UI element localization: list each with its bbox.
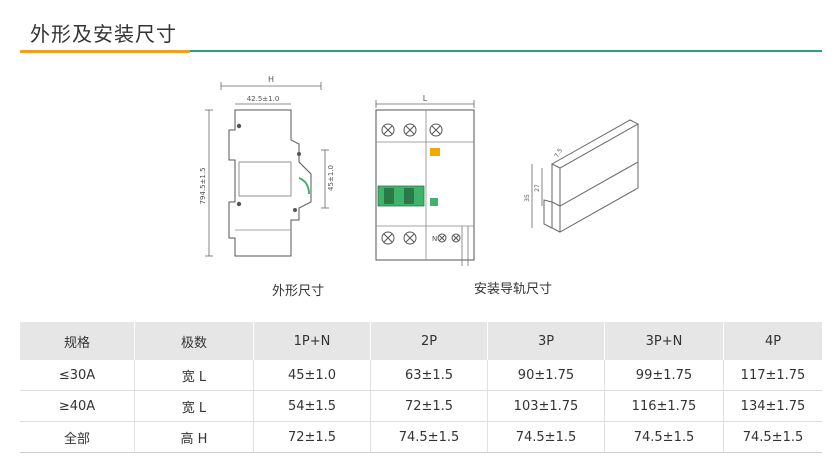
title-underline-green xyxy=(190,50,822,52)
rail-caption: 安装导轨尺寸 xyxy=(474,282,553,297)
table-cell: 74.5±1.5 xyxy=(723,421,822,453)
table-cell: 99±1.75 xyxy=(604,360,724,391)
col-header: 1P+N xyxy=(253,322,371,360)
dim-75-label: 7.5 xyxy=(553,147,564,159)
dim-45-label: 45±1.0 xyxy=(327,165,335,191)
table-cell: 117±1.75 xyxy=(723,360,822,391)
table-cell: 74.5±1.5 xyxy=(370,421,488,453)
table-row: ≥40A 宽 L 54±1.5 72±1.5 103±1.75 116±1.75… xyxy=(20,390,822,422)
col-header: 3P+N xyxy=(604,322,724,360)
outline-caption: 外形尺寸 xyxy=(272,284,325,299)
dim-l-label: L xyxy=(423,94,428,103)
table-cell: 宽 L xyxy=(134,390,254,422)
front-view-drawing: L N xyxy=(375,94,475,266)
col-header: 4P xyxy=(723,322,822,360)
table-cell: 45±1.0 xyxy=(253,360,371,391)
table-header-row: 规格 极数 1P+N 2P 3P 3P+N 4P xyxy=(20,322,822,360)
col-header: 极数 xyxy=(134,322,254,360)
din-rail-drawing: 35 27 7.5 xyxy=(524,119,640,233)
dim-27-label: 27 xyxy=(534,184,541,192)
table-cell: 72±1.5 xyxy=(370,390,488,422)
side-view-drawing: H 42.5±1.0 794.5±1.5 45±1.0 xyxy=(199,75,335,257)
table-cell: 134±1.75 xyxy=(723,390,822,422)
dim-35-label: 35 xyxy=(524,194,531,202)
table-cell: 63±1.5 xyxy=(370,360,488,391)
table-cell: 宽 L xyxy=(134,360,254,391)
table-cell: 116±1.75 xyxy=(604,390,724,422)
title-underline-orange xyxy=(20,50,190,53)
table-cell: ≥40A xyxy=(20,390,135,422)
terminal-n-label: N xyxy=(432,235,437,243)
col-header: 2P xyxy=(370,322,488,360)
col-header: 3P xyxy=(487,322,605,360)
table-row: 全部 高 H 72±1.5 74.5±1.5 74.5±1.5 74.5±1.5… xyxy=(20,421,822,453)
table-row: ≤30A 宽 L 45±1.0 63±1.5 90±1.75 99±1.75 1… xyxy=(20,360,822,391)
table-cell: 90±1.75 xyxy=(487,360,605,391)
table-cell: 全部 xyxy=(20,421,135,453)
table-cell: 高 H xyxy=(134,421,254,453)
table-cell: 74.5±1.5 xyxy=(487,421,605,453)
table-cell: 74.5±1.5 xyxy=(604,421,724,453)
dim-height-label: 794.5±1.5 xyxy=(199,167,207,204)
table-cell: 54±1.5 xyxy=(253,390,371,422)
table-cell: 103±1.75 xyxy=(487,390,605,422)
dimension-table: 规格 极数 1P+N 2P 3P 3P+N 4P ≤30A 宽 L 45±1.0… xyxy=(20,322,822,453)
table-cell: 72±1.5 xyxy=(253,421,371,453)
section-title: 外形及安装尺寸 xyxy=(30,22,177,46)
col-header: 规格 xyxy=(20,322,135,360)
dim-depth-label: 42.5±1.0 xyxy=(247,95,280,103)
section-header: 外形及安装尺寸 xyxy=(0,0,836,60)
dim-h-label: H xyxy=(268,75,274,84)
table-cell: ≤30A xyxy=(20,360,135,391)
